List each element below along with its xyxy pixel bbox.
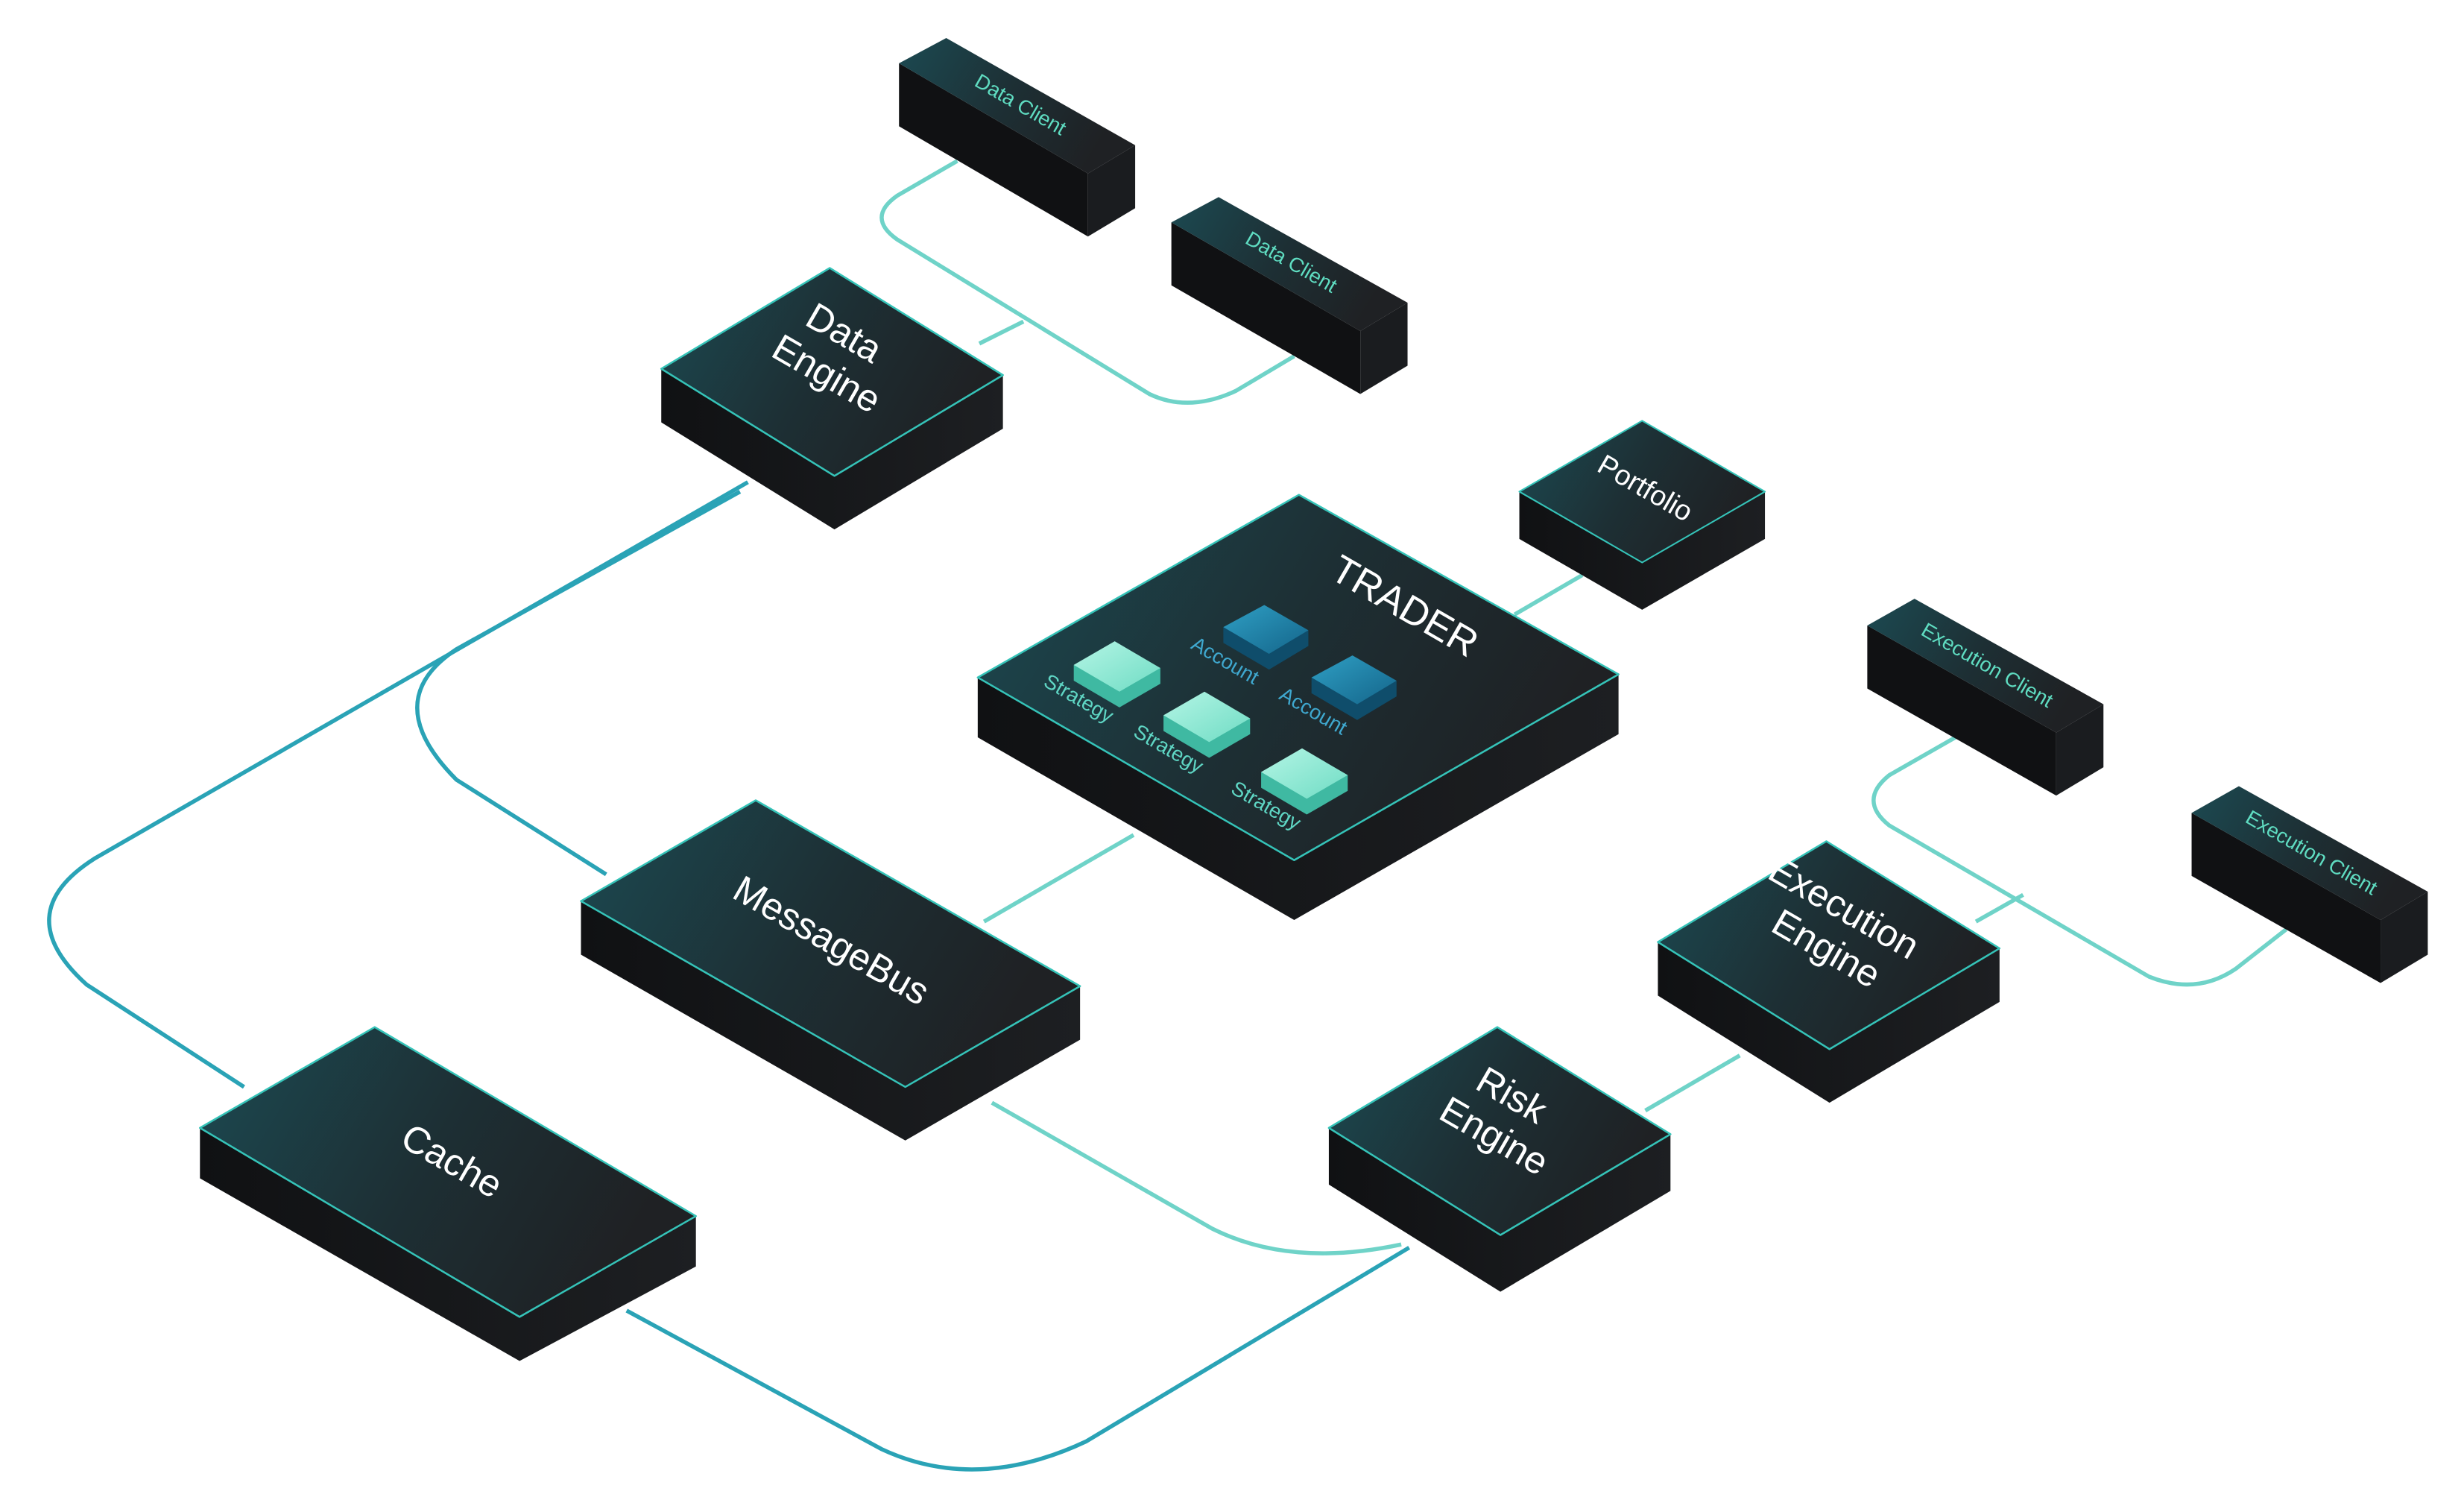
connector-trader-messagebus bbox=[982, 833, 1135, 924]
connector-portfolio-trader bbox=[1513, 573, 1584, 617]
connectors bbox=[47, 159, 2287, 1472]
data-engine-block[interactable]: Data Engine bbox=[660, 267, 1004, 530]
connector-execution-clients bbox=[1871, 735, 2287, 987]
connector-messagebus-risk bbox=[991, 1100, 1402, 1255]
connector-risk-execution bbox=[1644, 1053, 1741, 1113]
connector-data-engine-clients bbox=[978, 319, 1025, 346]
portfolio-block[interactable]: Portfolio bbox=[1518, 420, 1766, 610]
connector-data-engine-messagebus bbox=[415, 490, 742, 877]
messagebus-block[interactable]: MessageBus bbox=[580, 799, 1081, 1141]
execution-client-block-2[interactable]: Execution Client bbox=[2191, 786, 2428, 983]
connector-data-engine-cache bbox=[47, 480, 749, 1089]
data-client-block-1[interactable]: Data Client bbox=[899, 38, 1136, 237]
connector-data-clients bbox=[879, 159, 1295, 405]
connector-cache-risk bbox=[625, 1246, 1411, 1472]
risk-engine-block[interactable]: Risk Engine bbox=[1327, 1026, 1672, 1292]
connector-execution-engine-clients bbox=[1974, 892, 2024, 924]
trader-block[interactable]: TRADER Account Account Strategy Strategy… bbox=[976, 494, 1620, 921]
cache-block[interactable]: Cache bbox=[199, 1026, 697, 1361]
strategy-tile-3[interactable]: Strategy bbox=[1228, 748, 1348, 834]
execution-engine-block[interactable]: Execution Engine bbox=[1657, 840, 2001, 1103]
data-client-block-2[interactable]: Data Client bbox=[1171, 197, 1408, 394]
